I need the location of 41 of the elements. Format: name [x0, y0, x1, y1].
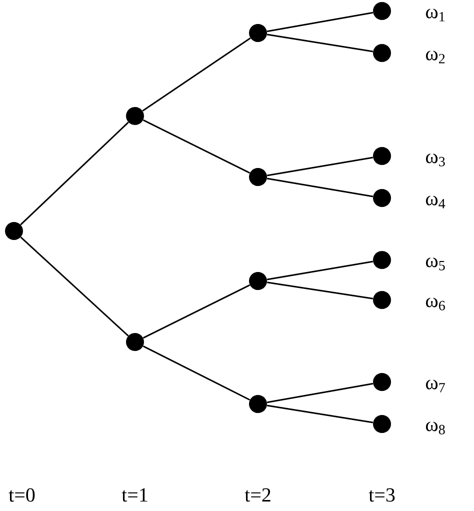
- tree-node: [373, 415, 391, 433]
- tree-node: [126, 107, 144, 125]
- tree-branch: [266, 404, 374, 424]
- tree-node: [249, 168, 267, 186]
- time-label: t=2: [244, 488, 270, 502]
- tree-branch: [266, 178, 374, 198]
- tree-branch: [266, 34, 374, 52]
- tree-branch: [142, 284, 250, 339]
- outcome-label: ω$_{7}$: [426, 380, 445, 392]
- tree-branch: [266, 382, 374, 404]
- tree-node: [373, 373, 391, 391]
- tree-branch: [266, 12, 374, 32]
- tree-branch: [266, 282, 374, 300]
- outcome-label: ω$_{1}$: [426, 8, 445, 22]
- tree-node: [373, 189, 391, 207]
- tree-branch: [266, 260, 374, 280]
- tree-node: [373, 44, 391, 62]
- outcome-label: ω$_{5}$: [426, 258, 445, 270]
- tree-node: [373, 251, 391, 269]
- tree-node: [126, 333, 144, 351]
- time-label: t=3: [368, 488, 395, 502]
- tree-node: [249, 24, 267, 42]
- tree-branch: [142, 345, 250, 401]
- tree-node: [5, 222, 23, 240]
- outcome-label: ω$_{2}$: [426, 50, 445, 64]
- tree-branch: [20, 236, 129, 336]
- tree-node: [249, 272, 267, 290]
- outcome-label: ω$_{6}$: [426, 298, 445, 310]
- tree-branch: [20, 122, 129, 226]
- tree-branch: [266, 156, 374, 176]
- tree-node: [249, 395, 267, 413]
- outcome-label: ω$_{3}$: [426, 154, 445, 166]
- tree-branch: [142, 38, 251, 112]
- time-label: t=1: [122, 488, 148, 502]
- outcome-label: ω$_{8}$: [426, 422, 445, 434]
- tree-node: [373, 147, 391, 165]
- tree-node: [373, 291, 391, 309]
- tree-branch: [142, 119, 250, 174]
- tree-node: [373, 2, 391, 20]
- time-label: t=0: [8, 488, 35, 502]
- outcome-label: ω$_{4}$: [426, 196, 446, 208]
